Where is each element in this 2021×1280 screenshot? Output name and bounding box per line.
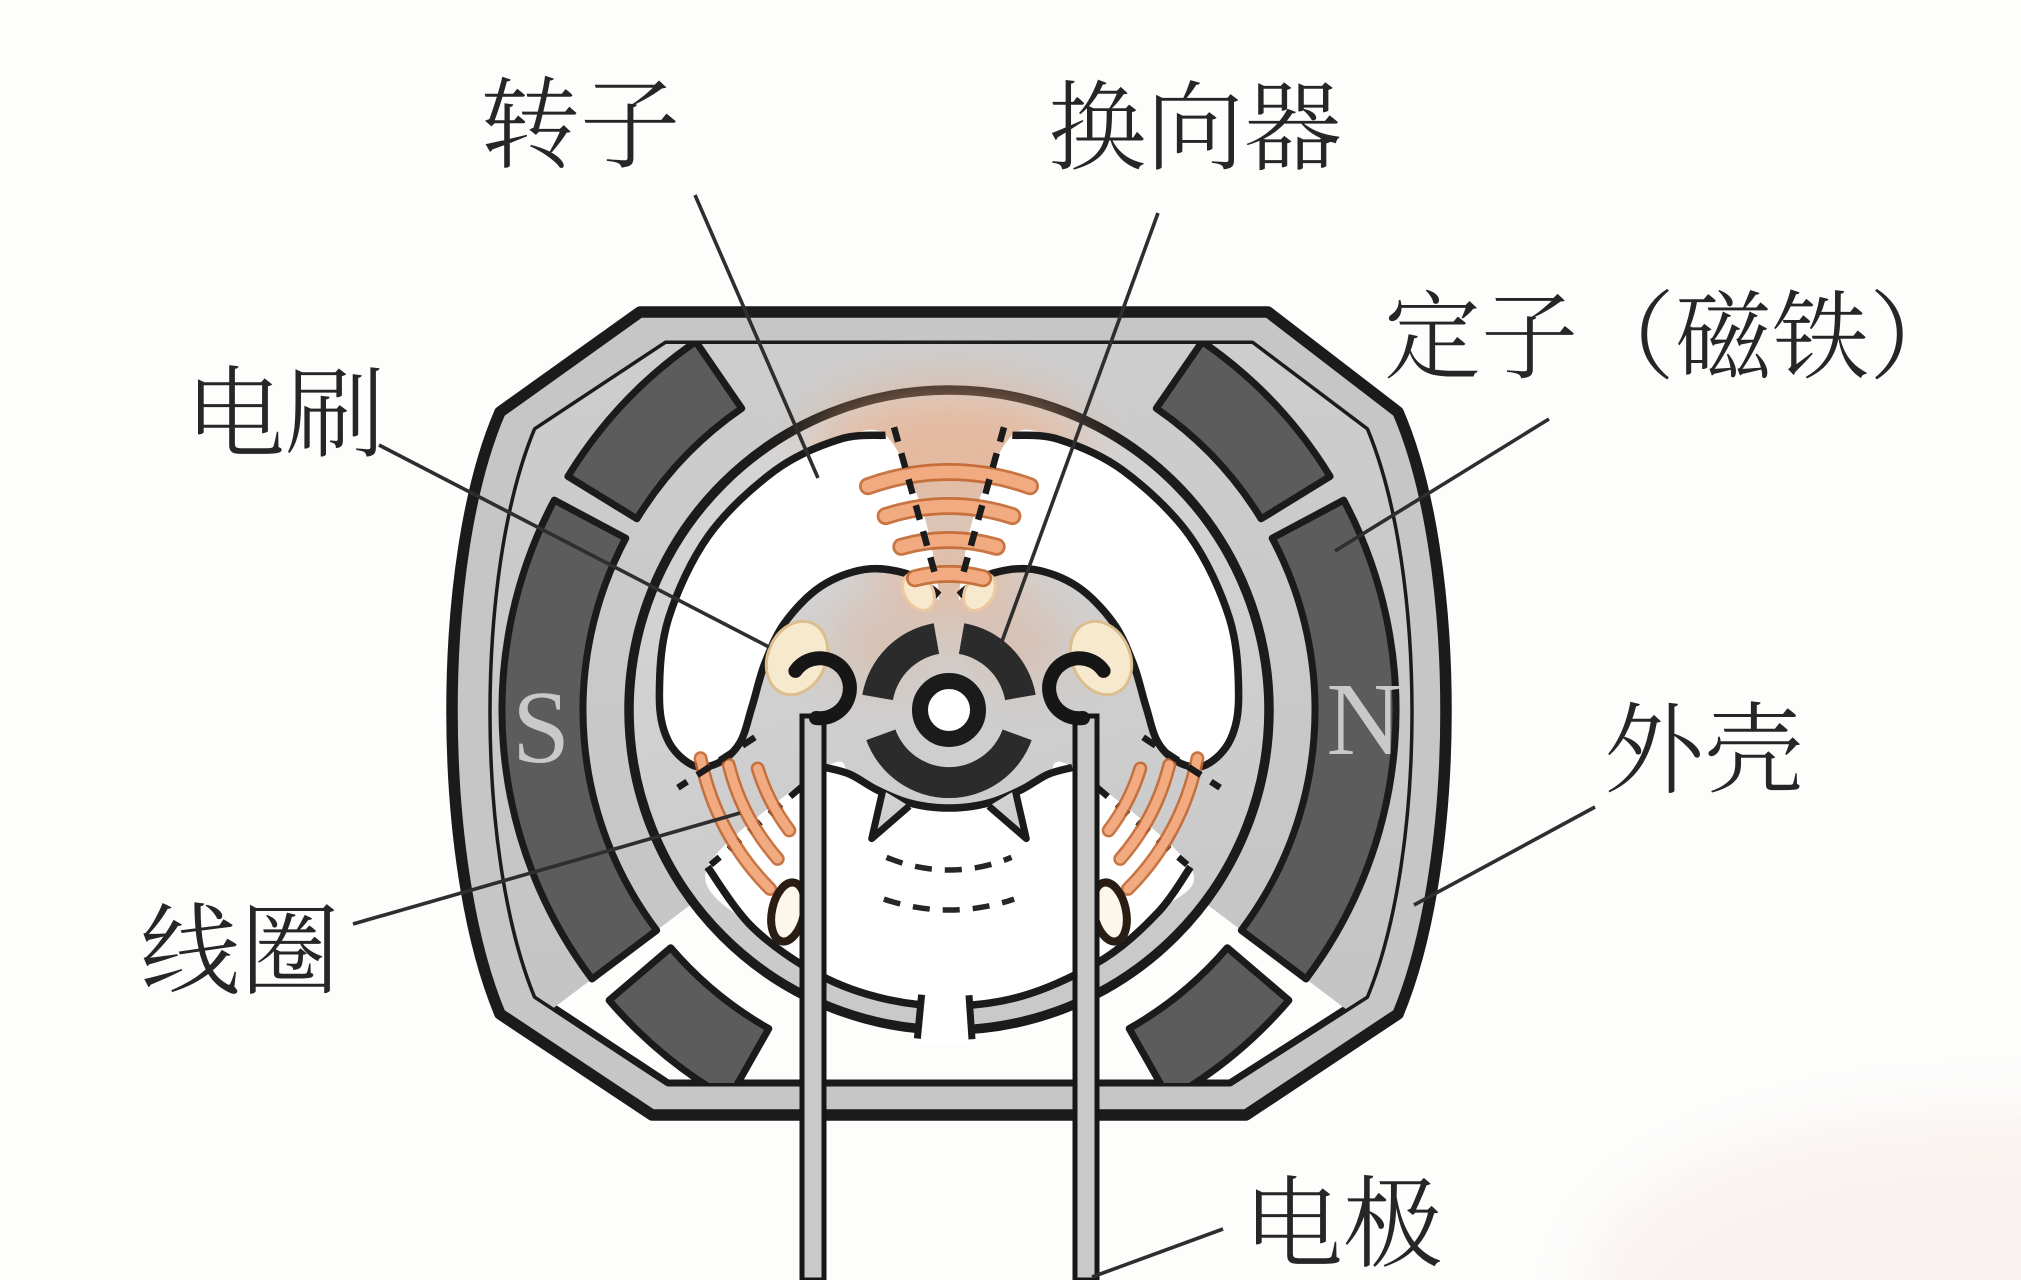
leader-rotor (693, 194, 820, 479)
magnet-right-top-group (1152, 344, 1334, 523)
pole-letter-s: S (512, 670, 570, 785)
coil-left-strand-hl (724, 760, 783, 864)
coil-end-right (1068, 619, 1134, 697)
coil-bottom-hidden2 (883, 896, 1015, 913)
pole-letter-n: N (1326, 662, 1401, 777)
coil-bottom-hidden (885, 854, 1013, 873)
magnet-left (498, 496, 661, 983)
coil-right-strand-hl (1123, 753, 1202, 894)
brush-right-hook (1042, 651, 1111, 726)
magnet-left-bottom (605, 944, 773, 1083)
magnet-left-top-group (564, 344, 746, 523)
commutator-segment (958, 623, 1036, 701)
label-electrode (1256, 1174, 1440, 1267)
brush-left-lead (799, 713, 827, 1280)
coil-top-strand-hl (861, 465, 1037, 493)
brush-right-lead (1072, 713, 1100, 1280)
rotor-slot-bottom (705, 761, 1195, 1007)
rotor-slot-top-left-edge (655, 431, 942, 771)
leader-coil (352, 811, 741, 926)
magnet-right-bottom (1125, 944, 1293, 1083)
coil-top-strand-hl (908, 567, 990, 585)
magnet-left-group (498, 496, 661, 983)
brush-left-hook (788, 651, 857, 726)
label-coil (143, 902, 335, 994)
label-brush (198, 365, 380, 457)
coil-top-strand-hl (895, 533, 1003, 554)
rotor-hub-spike-left (868, 789, 912, 843)
commutator-segment (866, 729, 1032, 799)
label-rotor (484, 75, 676, 168)
label-commutator (1051, 79, 1340, 171)
magnet-right-group (1237, 496, 1400, 983)
rotor-hub-spike-right (986, 789, 1030, 843)
coil-left-strand-hl (753, 764, 794, 835)
magnet-right-top (1152, 344, 1334, 523)
coil-right-strand-hl (1104, 764, 1145, 835)
magnet-right-bottom-group (1125, 944, 1293, 1083)
rim-gap-edge (965, 995, 976, 1040)
coil-end-left (764, 619, 830, 697)
coil-left-strand-hl (696, 753, 775, 894)
rim-gap-edge (913, 994, 926, 1039)
shaft (912, 673, 986, 747)
commutator-segment (862, 623, 940, 701)
coil-top-strand-hl (879, 499, 1019, 523)
magnet-left-top (564, 344, 746, 523)
rotor-slot-top-right-edge (956, 431, 1243, 771)
coil-right-strand-hl (1115, 760, 1174, 864)
magnet-right (1237, 496, 1400, 983)
background-tint (1585, 1110, 2021, 1280)
rotor-slot-bottom-hub-edge (824, 763, 1074, 812)
label-housing (1608, 701, 1800, 793)
leader-housing (1413, 805, 1596, 907)
leader-electrode (1091, 1227, 1224, 1279)
label-stator (1387, 288, 1903, 380)
rim-gap (917, 988, 973, 1045)
magnet-left-bottom-group (605, 944, 773, 1083)
leader-brush (378, 443, 770, 649)
leader-stator (1334, 417, 1550, 553)
leader-commutator (999, 212, 1160, 645)
